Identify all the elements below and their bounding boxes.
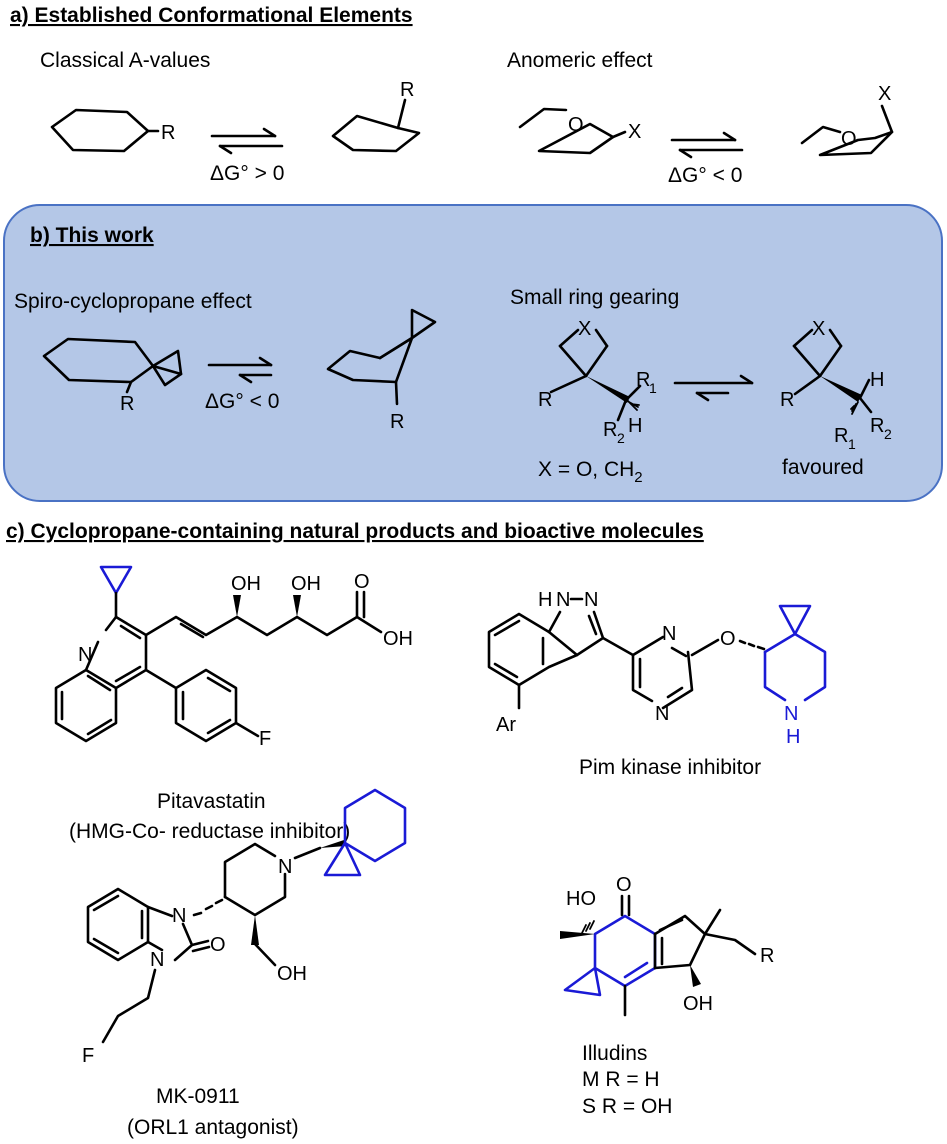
atom-n: N: [584, 589, 598, 611]
atom-x: X: [812, 318, 825, 340]
b-left-title: Spiro-cyclopropane effect: [14, 290, 252, 313]
atom-n: N: [655, 703, 669, 725]
atom-r2: R: [603, 419, 617, 441]
section-b-heading: b) This work: [30, 224, 154, 247]
atom-oh: OH: [683, 993, 713, 1015]
equilibrium-arrows-a1: [210, 127, 284, 155]
spiro-cyclopropane-equatorial: R: [326, 308, 437, 433]
pitavastatin-desc: (HMG-Co- reductase inhibitor): [69, 820, 350, 843]
equilibrium-arrows-a2: [670, 131, 744, 159]
atom-r: R: [400, 79, 414, 101]
atom-r1: R: [834, 425, 848, 447]
atom-f: F: [259, 728, 271, 750]
spiro-cyclopropane-axial: R: [42, 337, 183, 415]
pim-kinase-inhibitor-structure: H N N Ar N N O N H: [487, 589, 827, 748]
tetrahydropyran-axial: O X: [800, 83, 894, 157]
b-right-title: Small ring gearing: [510, 286, 679, 309]
atom-n: N: [556, 589, 570, 611]
this-work-panel: [3, 204, 943, 502]
atom-ho: HO: [566, 888, 596, 910]
atom-oh: OH: [383, 628, 413, 650]
atom-n: N: [78, 644, 92, 666]
atom-o: O: [210, 934, 226, 956]
atom-oh: OH: [277, 963, 307, 985]
a-left-dg: ΔG° > 0: [210, 162, 284, 185]
a-left-title: Classical A-values: [40, 49, 210, 72]
atom-o: O: [354, 571, 370, 593]
atom-o: O: [720, 628, 736, 650]
section-a-heading: a) Established Conformational Elements: [10, 4, 413, 27]
pitavastatin-name: Pitavastatin: [157, 790, 266, 813]
atom-r: R: [780, 389, 794, 411]
atom-r: R: [538, 389, 552, 411]
atom-n: N: [150, 949, 164, 971]
mk-desc: (ORL1 antagonist): [127, 1116, 299, 1139]
equilibrium-arrows-b1: [207, 356, 273, 384]
atom-r: R: [760, 945, 774, 967]
favoured-label: favoured: [782, 456, 864, 479]
mk-0911-structure: N N O F N OH: [82, 788, 407, 1067]
atom-ar: Ar: [496, 714, 516, 736]
sub-1: 1: [848, 436, 856, 452]
atom-o: O: [841, 128, 857, 150]
cyclohexane-axial: R: [331, 79, 421, 153]
atom-o: O: [568, 114, 584, 136]
atom-f: F: [82, 1045, 94, 1067]
atom-r: R: [120, 393, 134, 415]
atom-x: X: [878, 83, 891, 105]
atom-h: H: [538, 589, 552, 611]
atom-x: X: [628, 121, 641, 143]
atom-r: R: [390, 411, 404, 433]
equilibrium-arrows-b2: [673, 374, 754, 402]
a-right-title: Anomeric effect: [507, 49, 653, 72]
b-left-dg: ΔG° < 0: [205, 390, 279, 413]
sub-2: 2: [617, 430, 625, 446]
atom-o: O: [616, 874, 632, 896]
atom-n: N: [172, 905, 186, 927]
section-c-heading: c) Cyclopropane-containing natural produ…: [6, 520, 704, 543]
atom-n: N: [278, 856, 292, 878]
atom-oh: OH: [291, 573, 321, 595]
illudins-structure: HO O R OH: [560, 874, 774, 1017]
oxetane-gearing-unfavoured: X R R 1 R 2 H: [538, 318, 657, 446]
atom-n: N: [662, 623, 676, 645]
mk-name: MK-0911: [156, 1085, 240, 1108]
illudins-line2: S R = OH: [582, 1095, 672, 1118]
sub-2: 2: [884, 426, 892, 442]
atom-r: R: [161, 122, 175, 144]
atom-r2: R: [870, 415, 884, 437]
atom-oh: OH: [231, 573, 261, 595]
x-definition: X = O, CH2: [538, 458, 643, 486]
a-right-dg: ΔG° < 0: [668, 164, 742, 187]
atom-n: N: [784, 703, 798, 725]
pim-name: Pim kinase inhibitor: [579, 756, 761, 779]
illudins-name: Illudins: [582, 1042, 647, 1065]
cyclohexane-equatorial: R: [50, 108, 175, 153]
atom-h: H: [786, 726, 800, 748]
atom-r1: R: [636, 369, 650, 391]
atom-h: H: [870, 369, 884, 391]
atom-x: X: [578, 318, 591, 340]
tetrahydropyran-equatorial: O X: [518, 107, 641, 155]
atom-h: H: [628, 415, 642, 437]
oxetane-gearing-favoured: X R H R 2 R 1: [780, 318, 892, 452]
sub-1: 1: [649, 380, 657, 396]
illudins-line1: M R = H: [582, 1068, 660, 1091]
pitavastatin-structure: N F OH OH O OH: [54, 565, 413, 750]
